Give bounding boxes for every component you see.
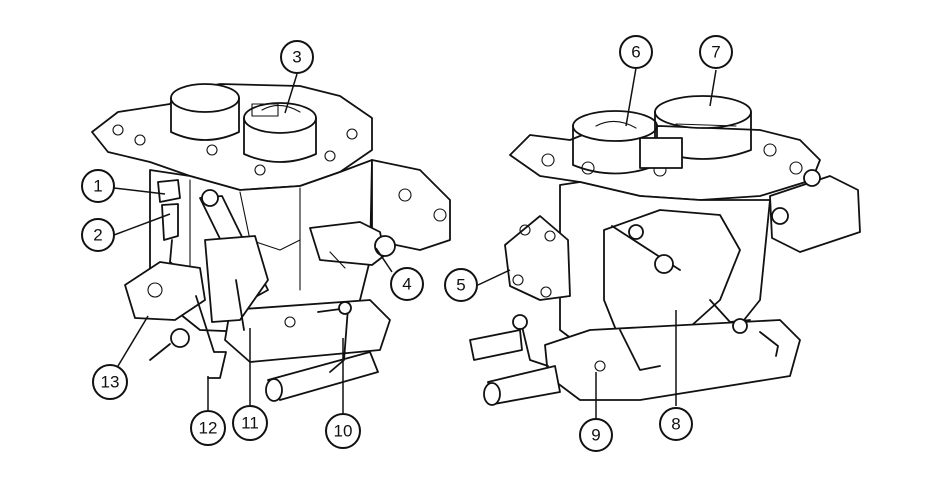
- callout-6-label: 6: [631, 43, 640, 62]
- left-carburettor-drawing: [91, 83, 451, 402]
- callout-10-label: 10: [334, 422, 353, 441]
- callout-11-label: 11: [241, 414, 259, 433]
- callout-4: 4: [390, 267, 424, 301]
- leader-lines: [113, 67, 717, 418]
- callout-2-label: 2: [93, 226, 102, 245]
- callout-3-label: 3: [292, 48, 301, 67]
- callout-7: 7: [699, 35, 733, 69]
- callouts: 1 2 3 4 5 6 7 8: [81, 35, 733, 452]
- callout-1-label: 1: [93, 177, 102, 196]
- callout-6: 6: [619, 35, 653, 69]
- callout-12: 12: [190, 410, 226, 446]
- callout-7-label: 7: [711, 43, 720, 62]
- callout-13-label: 13: [101, 373, 120, 392]
- callout-9-label: 9: [591, 426, 600, 445]
- right-carburettor-drawing: [469, 95, 861, 406]
- callout-3: 3: [280, 40, 314, 74]
- callout-5: 5: [444, 268, 478, 302]
- callout-5-label: 5: [456, 276, 465, 295]
- callout-12-label: 12: [199, 419, 218, 438]
- callout-4-label: 4: [402, 275, 411, 294]
- callout-10: 10: [325, 413, 361, 449]
- callout-9: 9: [579, 418, 613, 452]
- callout-8: 8: [659, 407, 693, 441]
- callout-13: 13: [92, 364, 128, 400]
- callout-8-label: 8: [671, 415, 680, 434]
- callout-1: 1: [81, 169, 115, 203]
- callout-11: 11: [232, 405, 268, 441]
- callout-2: 2: [81, 218, 115, 252]
